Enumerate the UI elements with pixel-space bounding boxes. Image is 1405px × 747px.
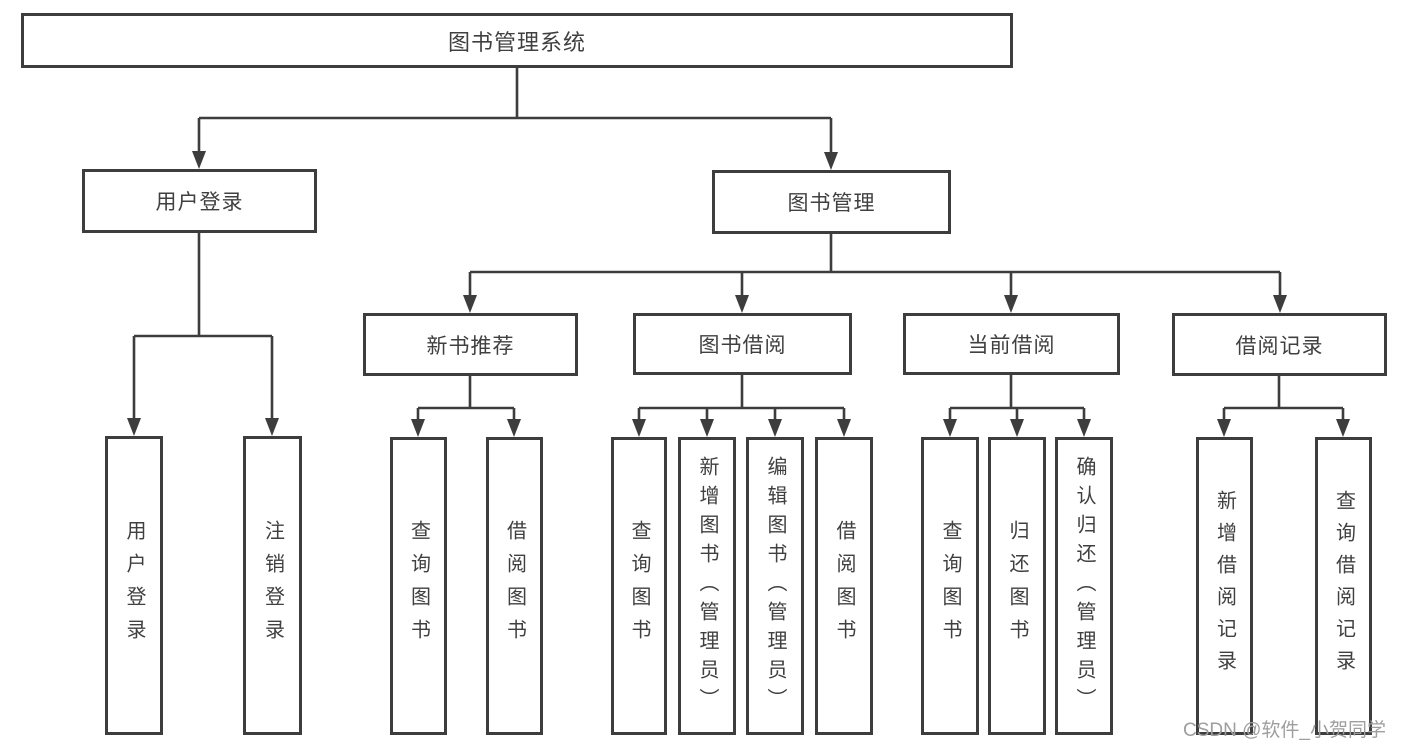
node-book-borrow: 图书借阅 xyxy=(633,313,852,375)
node-label: 用户登录 xyxy=(123,519,145,652)
node-label: 编辑图书（管理员） xyxy=(764,455,786,717)
leaf-add-book-admin: 新增图书（管理员） xyxy=(678,437,736,735)
node-label: 查询图书 xyxy=(939,520,961,652)
leaf-borrow-book: 借阅图书 xyxy=(815,437,873,735)
connector-book-borrow-children xyxy=(632,375,851,437)
leaf-borrow-book-recommend: 借阅图书 xyxy=(486,437,543,735)
node-label: 图书管理系统 xyxy=(447,29,586,55)
leaf-return-book: 归还图书 xyxy=(988,437,1046,735)
node-borrow-records: 借阅记录 xyxy=(1172,313,1387,376)
node-label: 查询借阅记录 xyxy=(1332,490,1355,682)
node-label: 当前借阅 xyxy=(967,334,1056,357)
node-label: 确认归还（管理员） xyxy=(1073,455,1095,717)
leaf-add-borrow-record: 新增借阅记录 xyxy=(1196,437,1253,735)
leaf-query-book-current: 查询图书 xyxy=(921,437,979,735)
connector-root-to-level2 xyxy=(192,68,838,170)
node-new-book-recommend: 新书推荐 xyxy=(363,313,578,376)
node-label: 借阅记录 xyxy=(1235,334,1324,358)
csdn-watermark: CSDN @软件_小贺同学 xyxy=(1183,720,1386,741)
leaf-query-book-recommend: 查询图书 xyxy=(390,437,447,735)
connector-borrow-records-children xyxy=(1217,376,1350,437)
node-label: 图书借阅 xyxy=(698,334,787,357)
node-user-login: 用户登录 xyxy=(82,169,317,233)
node-label: 新增图书（管理员） xyxy=(696,455,718,717)
node-label: 借阅图书 xyxy=(833,520,855,652)
node-label: 归还图书 xyxy=(1006,520,1028,652)
node-label: 用户登录 xyxy=(155,191,244,214)
connector-current-borrow-children xyxy=(943,375,1091,437)
leaf-query-borrow-record: 查询借阅记录 xyxy=(1315,437,1372,735)
connector-user-login-children xyxy=(127,233,279,436)
leaf-logout: 注销登录 xyxy=(243,436,302,735)
leaf-edit-book-admin: 编辑图书（管理员） xyxy=(746,437,804,735)
node-book-management: 图书管理 xyxy=(712,170,951,234)
leaf-confirm-return-admin: 确认归还（管理员） xyxy=(1055,437,1113,735)
node-label: 图书管理 xyxy=(787,192,876,215)
node-label: 借阅图书 xyxy=(503,520,526,652)
node-library-management-system: 图书管理系统 xyxy=(21,13,1013,68)
node-label: 新增借阅记录 xyxy=(1213,490,1236,682)
node-label: 查询图书 xyxy=(628,520,650,652)
node-label: 新书推荐 xyxy=(426,334,515,358)
leaf-query-book-borrow: 查询图书 xyxy=(611,437,667,735)
node-current-borrow: 当前借阅 xyxy=(903,313,1120,375)
node-label: 查询图书 xyxy=(407,520,430,652)
node-label: 注销登录 xyxy=(261,519,284,652)
connector-book-management-children xyxy=(463,234,1287,313)
leaf-user-login: 用户登录 xyxy=(105,436,163,735)
connector-new-book-recommend-children xyxy=(411,376,521,437)
